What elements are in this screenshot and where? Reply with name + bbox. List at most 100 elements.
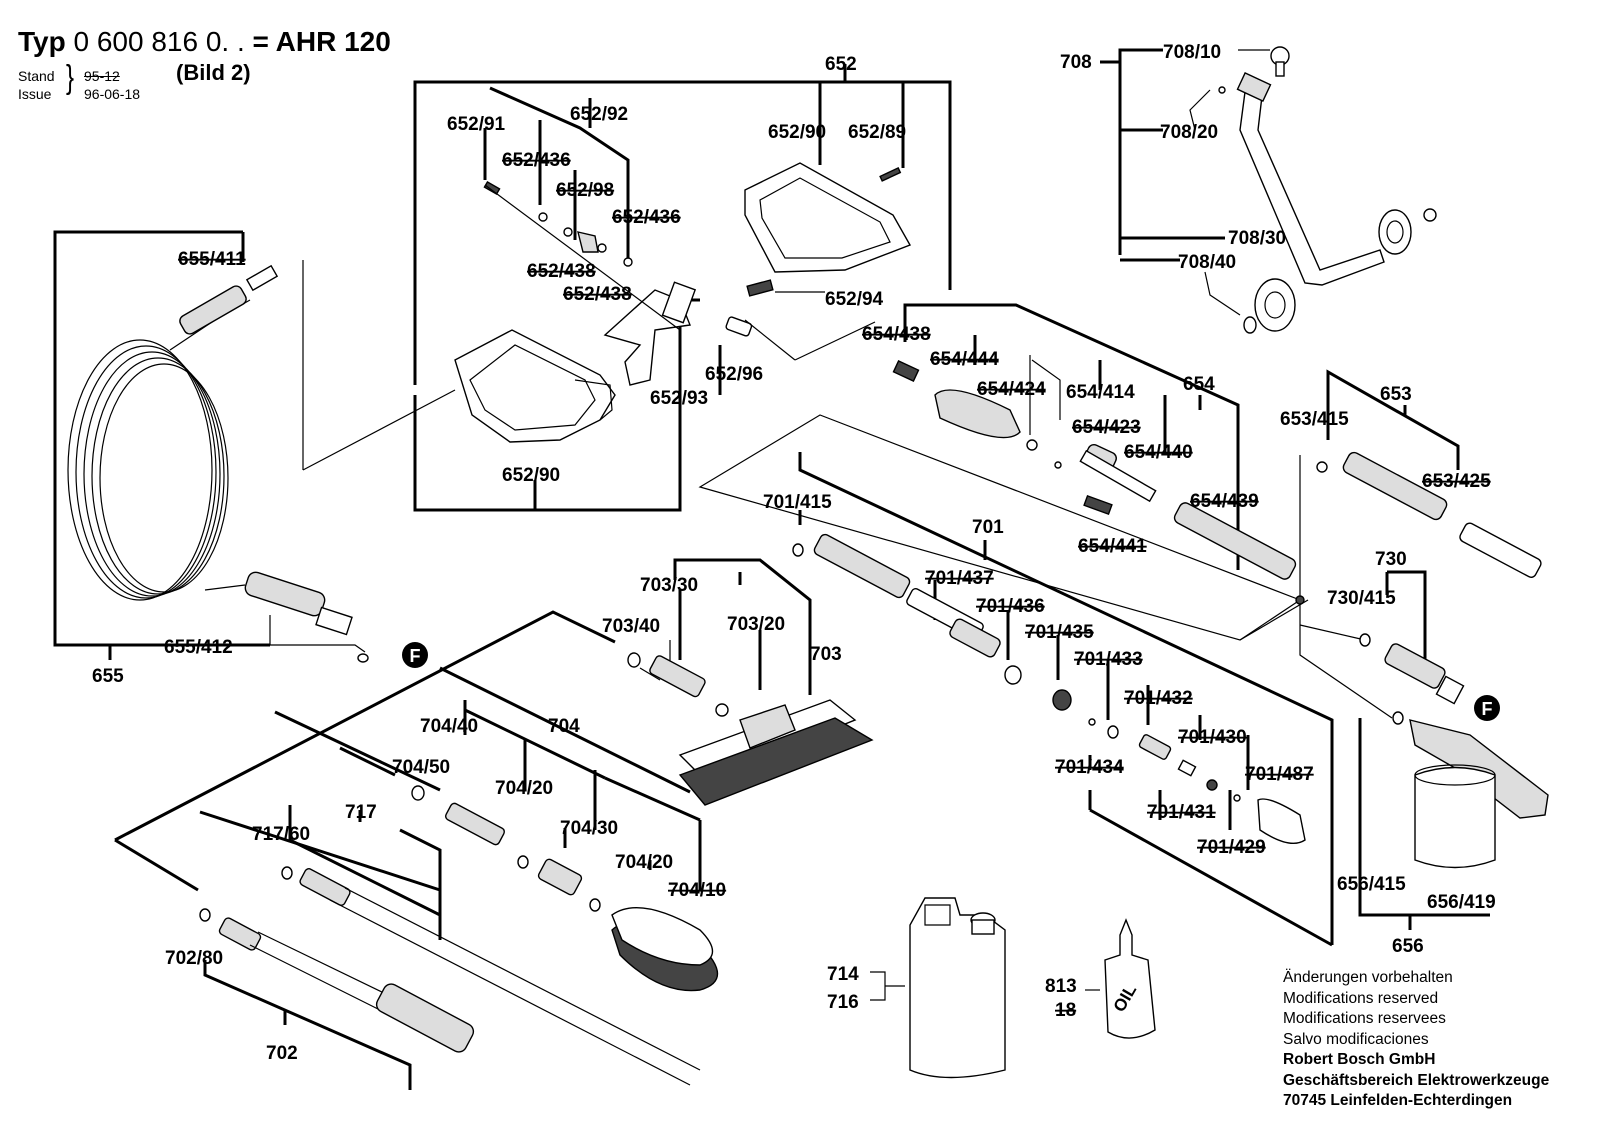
oil-bottle xyxy=(1104,918,1156,1039)
callout-708-10: 708/10 xyxy=(1163,42,1221,63)
callout-652-92: 652/92 xyxy=(570,104,628,125)
callout-704-10: 704/10 xyxy=(668,880,726,901)
svg-text:F: F xyxy=(410,646,421,666)
callout-654-438: 654/438 xyxy=(862,324,931,345)
group-701-parts: 701/415 701 701/437 701/436 701/435 701/… xyxy=(763,492,1314,858)
callout-654-441: 654/441 xyxy=(1078,536,1147,557)
callout-704-30: 704/30 xyxy=(560,818,618,839)
lance-grip xyxy=(934,389,1021,439)
callout-704-20a: 704/20 xyxy=(495,778,553,799)
group-654-parts: 654/438 654/444 654/424 654/414 654 654/… xyxy=(862,324,1297,580)
nozzle-653 xyxy=(1342,451,1448,521)
callout-652-438a: 652/438 xyxy=(527,261,596,282)
svg-text:F: F xyxy=(1482,699,1493,719)
callout-730: 730 xyxy=(1375,549,1407,570)
typ-model: = AHR 120 xyxy=(252,26,391,57)
callout-653: 653 xyxy=(1380,384,1412,405)
callout-652-93: 652/93 xyxy=(650,388,708,409)
issue-value: 96-06-18 xyxy=(84,86,141,102)
footer-line: Änderungen vorbehalten xyxy=(1283,969,1453,986)
group-brushes-labels: 703/30 703/40 703/20 703 704/40 704 704/… xyxy=(165,575,842,1064)
callout-653-415: 653/415 xyxy=(1280,409,1349,430)
callout-716: 716 xyxy=(827,992,859,1013)
group-brushes-frame xyxy=(114,558,812,1090)
wheel-upper xyxy=(1378,209,1412,255)
callout-704: 704 xyxy=(548,716,580,737)
callout-704-40: 704/40 xyxy=(420,716,478,737)
callout-656-419: 656/419 xyxy=(1427,892,1496,913)
detergent-canister xyxy=(909,897,1006,1079)
callout-701-432: 701/432 xyxy=(1124,688,1193,709)
group-730: 730 730/415 xyxy=(1295,549,1465,705)
lance-grip-702 xyxy=(375,983,475,1053)
marker-f-left: F xyxy=(402,642,428,668)
callout-708-30: 708/30 xyxy=(1228,228,1286,249)
typ-prefix: Typ xyxy=(18,26,66,57)
stand-value: 95-12 xyxy=(84,68,120,84)
group-714-716: 714 716 xyxy=(827,897,1006,1079)
callout-652-90a: 652/90 xyxy=(768,122,826,143)
callout-652-98: 652/98 xyxy=(556,180,614,201)
issue-label: Issue xyxy=(18,86,52,102)
callout-717-60: 717/60 xyxy=(252,824,310,845)
callout-652-436b: 652/436 xyxy=(612,207,681,228)
callout-702: 702 xyxy=(266,1043,298,1064)
brace-glyph: } xyxy=(66,58,75,97)
hose-fitting-upper xyxy=(179,285,247,335)
callout-701-415: 701/415 xyxy=(763,492,832,513)
callout-652: 652 xyxy=(825,54,857,75)
group-652-frame xyxy=(413,64,952,512)
callout-654: 654 xyxy=(1183,374,1215,395)
group-652-parts xyxy=(454,162,912,443)
callout-654-439: 654/439 xyxy=(1190,491,1259,512)
stand-label: Stand xyxy=(18,68,55,84)
callout-652-438b: 652/438 xyxy=(563,284,632,305)
callout-701-487: 701/487 xyxy=(1245,764,1314,785)
callout-654-440: 654/440 xyxy=(1124,442,1193,463)
callout-701-437: 701/437 xyxy=(925,568,994,589)
callout-701-434: 701/434 xyxy=(1055,757,1124,778)
callout-652-91: 652/91 xyxy=(447,114,506,135)
callout-652-89: 652/89 xyxy=(848,122,906,143)
callout-708: 708 xyxy=(1060,52,1092,73)
footer-line: Modifications reservees xyxy=(1283,1010,1446,1027)
callout-704-20b: 704/20 xyxy=(615,852,673,873)
callout-18: 18 xyxy=(1055,1000,1076,1021)
callout-703-20: 703/20 xyxy=(727,614,785,635)
hose-fitting-lower xyxy=(244,571,326,617)
callout-701-436: 701/436 xyxy=(976,596,1045,617)
group-656: 656/415 656/419 656 xyxy=(1299,625,1549,957)
foam-nozzle xyxy=(1409,719,1549,819)
callout-703: 703 xyxy=(810,644,842,665)
callout-656-415: 656/415 xyxy=(1337,874,1406,895)
callout-717: 717 xyxy=(345,802,377,823)
wheel-lower xyxy=(1254,278,1296,332)
callout-813: 813 xyxy=(1045,976,1077,997)
callout-730-415: 730/415 xyxy=(1327,588,1396,609)
group-653: 653 653/415 653/425 xyxy=(1280,369,1542,625)
callout-702-80: 702/80 xyxy=(165,948,223,969)
callout-653-425: 653/425 xyxy=(1422,471,1491,492)
callout-703-30: 703/30 xyxy=(640,575,698,596)
callout-701-433: 701/433 xyxy=(1074,649,1143,670)
group-654-frame xyxy=(903,303,1240,570)
group-701-frame xyxy=(698,414,1334,947)
foam-bottle xyxy=(1414,766,1496,869)
callout-704-50: 704/50 xyxy=(392,757,450,778)
group-brushes-parts xyxy=(199,652,874,1086)
callout-701: 701 xyxy=(972,517,1004,538)
callout-708-40: 708/40 xyxy=(1178,252,1236,273)
callout-701-435: 701/435 xyxy=(1025,622,1094,643)
callout-655-412: 655/412 xyxy=(164,637,233,658)
callout-701-431: 701/431 xyxy=(1147,802,1216,823)
marker-f-right: F xyxy=(1474,695,1500,721)
footer-notice: Änderungen vorbehalten Modifications res… xyxy=(1283,968,1549,1112)
callout-701-430: 701/430 xyxy=(1178,727,1247,748)
callout-654-414: 654/414 xyxy=(1066,382,1135,403)
group-813: OIL 813 18 xyxy=(1045,918,1156,1039)
callout-655: 655 xyxy=(92,666,124,687)
handle-shell-lower xyxy=(454,329,616,443)
footer-line: Salvo modificaciones xyxy=(1283,1030,1429,1048)
